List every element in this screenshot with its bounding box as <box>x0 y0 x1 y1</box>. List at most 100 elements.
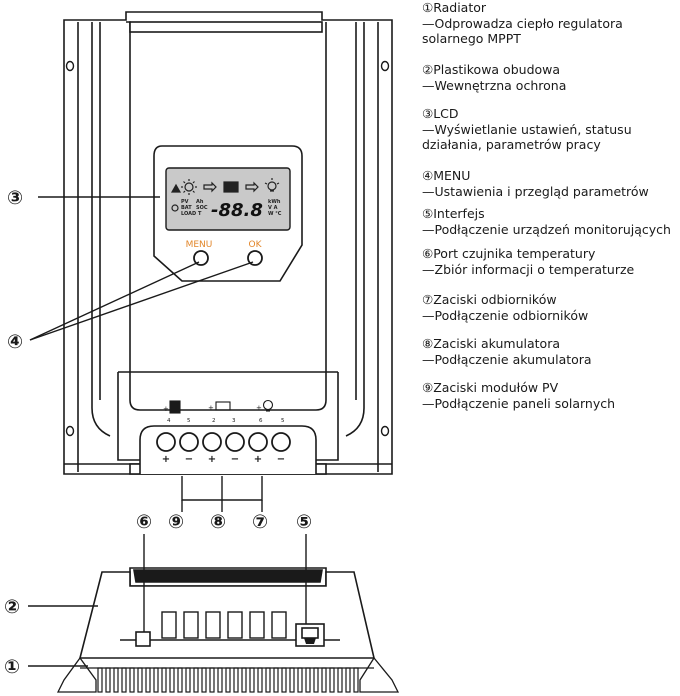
menu-button[interactable] <box>193 250 209 266</box>
legend-title: ⑤Interfejs <box>422 206 485 221</box>
terminal-numbers: 4 5 2 3 6 5 <box>167 418 285 424</box>
mount-hole <box>65 60 75 72</box>
ok-button[interactable] <box>247 250 263 266</box>
legend-title: ①Radiator <box>422 0 487 15</box>
battery-negative-terminal[interactable] <box>225 432 245 452</box>
heatsink-fins <box>97 667 359 693</box>
callout-8: ⑧ <box>210 511 226 533</box>
legend-entry: ⑧Zaciski akumulatora—Podłączenie akumula… <box>422 336 592 367</box>
legend-title: ⑧Zaciski akumulatora <box>422 336 560 351</box>
lcd-label-load: LOAD <box>181 211 196 217</box>
warning-icon <box>170 183 182 193</box>
legend-description: —Wewnętrzna ochrona <box>422 77 567 93</box>
lcd-label-t: T <box>198 211 202 217</box>
bulb-icon <box>262 399 274 411</box>
callout-2: ② <box>4 596 20 618</box>
legend-entry: ④MENU—Ustawienia i przegląd parametrów <box>422 168 649 199</box>
lcd-label-pv: PV <box>181 199 189 205</box>
terminal-number: 3 <box>232 418 236 424</box>
terminal-slot <box>271 611 287 639</box>
legend-description: —Podłączenie urządzeń monitorujących <box>422 221 671 237</box>
legend-entry: ②Plastikowa obudowa—Wewnętrzna ochrona <box>422 62 566 93</box>
terminal-sign: + <box>208 454 216 465</box>
terminal-number: 2 <box>212 418 216 424</box>
lcd-screen <box>165 167 291 231</box>
leader-lines-bottom <box>28 534 307 667</box>
legend-entry: ⑥Port czujnika temperatury—Zbiór informa… <box>422 246 634 277</box>
terminal-icons: + + + <box>163 399 274 414</box>
lcd-label-bat: BAT <box>181 205 192 211</box>
legend-description: —Ustawienia i przegląd parametrów <box>422 183 649 199</box>
legend-title: ⑥Port czujnika temperatury <box>422 246 596 261</box>
svg-text:+: + <box>163 405 169 413</box>
terminal-number: 6 <box>259 418 263 424</box>
terminal-sign: + <box>254 454 262 465</box>
setting-icon <box>171 204 179 212</box>
mounting-holes <box>65 60 390 437</box>
legend-description: —Zbiór informacji o temperaturze <box>422 261 635 277</box>
load-negative-terminal[interactable] <box>271 432 291 452</box>
battery-positive-terminal[interactable] <box>202 432 222 452</box>
terminal-number: 5 <box>281 418 285 424</box>
callouts-front: ③ ④ ⑨ ⑧ ⑦ ⑥ ⑤ ② ① <box>4 187 312 678</box>
legend-title: ③LCD <box>422 106 459 121</box>
terminal-sign: − <box>185 454 193 465</box>
terminal-slot <box>249 611 265 639</box>
lcd-label-wc: W °C <box>268 211 282 217</box>
terminal-sign: − <box>231 454 239 465</box>
terminal-number: 5 <box>187 418 191 424</box>
lcd-panel: PV BAT LOAD Ah SOC T -88.8 kWh V A W °C … <box>153 145 303 282</box>
legend-description: —Odprowadza ciepło regulatora <box>422 15 623 31</box>
lcd-reading: -88.8 <box>211 200 263 221</box>
battery-icon <box>215 401 231 411</box>
callout-6: ⑥ <box>136 511 152 533</box>
callout-1: ① <box>4 656 20 678</box>
legend-entry: ⑤Interfejs—Podłączenie urządzeń monitoru… <box>422 206 671 237</box>
legend-description: —Wyświetlanie ustawień, statusu <box>422 121 632 137</box>
pv-positive-terminal[interactable] <box>156 432 176 452</box>
legend-description: —Podłączenie akumulatora <box>422 351 592 367</box>
terminal-slot <box>205 611 221 639</box>
svg-text:+: + <box>256 404 262 412</box>
terminal-slot <box>183 611 199 639</box>
legend-description: solarnego MPPT <box>422 31 521 46</box>
legend-title: ⑦Zaciski odbiorników <box>422 292 557 307</box>
mount-hole <box>65 425 75 437</box>
controller-bottom-view <box>78 567 376 659</box>
callout-9: ⑨ <box>168 511 184 533</box>
ok-button-label: OK <box>249 240 263 250</box>
terminal-sign: + <box>162 454 170 465</box>
callout-5: ⑤ <box>296 511 312 533</box>
legend-description: —Podłączenie odbiorników <box>422 307 589 323</box>
load-positive-terminal[interactable] <box>248 432 268 452</box>
callout-7: ⑦ <box>252 511 268 533</box>
temperature-sensor-port[interactable] <box>135 631 151 647</box>
terminal-slot <box>161 611 177 639</box>
solar-panel-icon <box>169 400 181 414</box>
terminal-sign: − <box>277 454 285 465</box>
bulb-icon <box>267 181 277 191</box>
legend-description: działania, parametrów pracy <box>422 137 601 152</box>
lcd-label-soc: SOC <box>196 205 208 211</box>
mount-hole <box>380 425 390 437</box>
svg-text:+: + <box>208 404 214 412</box>
lcd-label-ah: Ah <box>196 199 204 205</box>
front-cover <box>126 21 327 411</box>
callout-3: ③ <box>7 187 23 209</box>
sun-icon <box>184 182 194 192</box>
legend-title: ④MENU <box>422 168 471 183</box>
menu-button-label: MENU <box>186 240 213 250</box>
heat-sink <box>56 656 400 693</box>
legend-description: —Podłączenie paneli solarnych <box>422 395 616 411</box>
terminal-slot <box>227 611 243 639</box>
arrow-right-icon <box>245 181 259 193</box>
legend-entry: ⑨Zaciski modułów PV—Podłączenie paneli s… <box>422 380 615 411</box>
sun-rays-icon <box>181 179 197 195</box>
pv-negative-terminal[interactable] <box>179 432 199 452</box>
leader-lines <box>29 196 263 512</box>
legend-title: ②Plastikowa obudowa <box>422 62 561 77</box>
controller-diagram: PV BAT LOAD Ah SOC T -88.8 kWh V A W °C … <box>4 11 400 693</box>
legend-entry: ⑦Zaciski odbiorników—Podłączenie odbiorn… <box>422 292 588 323</box>
